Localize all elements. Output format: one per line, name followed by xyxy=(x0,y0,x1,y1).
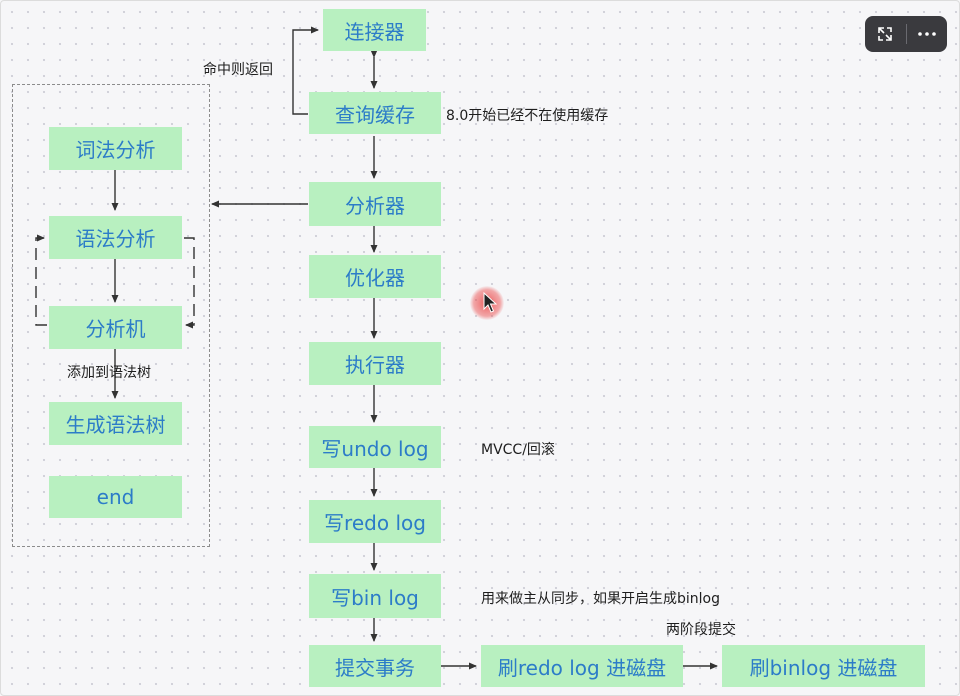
node-connector[interactable]: 连接器 xyxy=(323,9,426,51)
node-end[interactable]: end xyxy=(49,476,182,518)
node-executor[interactable]: 执行器 xyxy=(309,342,441,385)
mouse-cursor-highlight xyxy=(470,286,504,320)
node-query-cache[interactable]: 查询缓存 xyxy=(309,92,441,134)
node-flush-redo-log[interactable]: 刷redo log 进磁盘 xyxy=(481,645,683,687)
edge-dashed-left xyxy=(35,234,47,326)
cursor-arrow-icon xyxy=(483,292,497,313)
node-analysis-machine[interactable]: 分析机 xyxy=(49,306,182,349)
node-write-redo-log[interactable]: 写redo log xyxy=(309,500,441,543)
node-optimizer[interactable]: 优化器 xyxy=(309,255,441,298)
expand-button[interactable] xyxy=(865,16,906,52)
view-toolbar xyxy=(865,16,947,52)
node-flush-binlog[interactable]: 刷binlog 进磁盘 xyxy=(722,645,925,687)
note-two-phase-commit: 两阶段提交 xyxy=(666,622,736,638)
expand-icon xyxy=(878,27,893,41)
more-button[interactable] xyxy=(906,16,947,52)
note-hit-return: 命中则返回 xyxy=(203,62,273,78)
more-icon xyxy=(917,32,936,36)
edge-dashed-right xyxy=(184,237,195,329)
node-analyzer[interactable]: 分析器 xyxy=(309,182,441,226)
toolbar-separator xyxy=(905,24,907,44)
note-master-slave-sync: 用来做主从同步，如果开启生成binlog xyxy=(481,591,720,607)
note-cache-removed: 8.0开始已经不在使用缓存 xyxy=(446,108,609,124)
note-mvcc-rollback: MVCC/回滚 xyxy=(481,442,555,458)
node-generate-syntax-tree[interactable]: 生成语法树 xyxy=(49,402,182,445)
node-commit-transaction[interactable]: 提交事务 xyxy=(309,645,441,687)
edge-hit-return xyxy=(292,26,319,115)
node-write-bin-log[interactable]: 写bin log xyxy=(309,574,441,618)
note-add-to-tree: 添加到语法树 xyxy=(67,365,151,381)
node-lexical-analysis[interactable]: 词法分析 xyxy=(49,127,182,170)
parser-group-frame xyxy=(12,84,210,547)
node-write-undo-log[interactable]: 写undo log xyxy=(309,426,441,468)
node-syntax-analysis[interactable]: 语法分析 xyxy=(49,216,182,259)
